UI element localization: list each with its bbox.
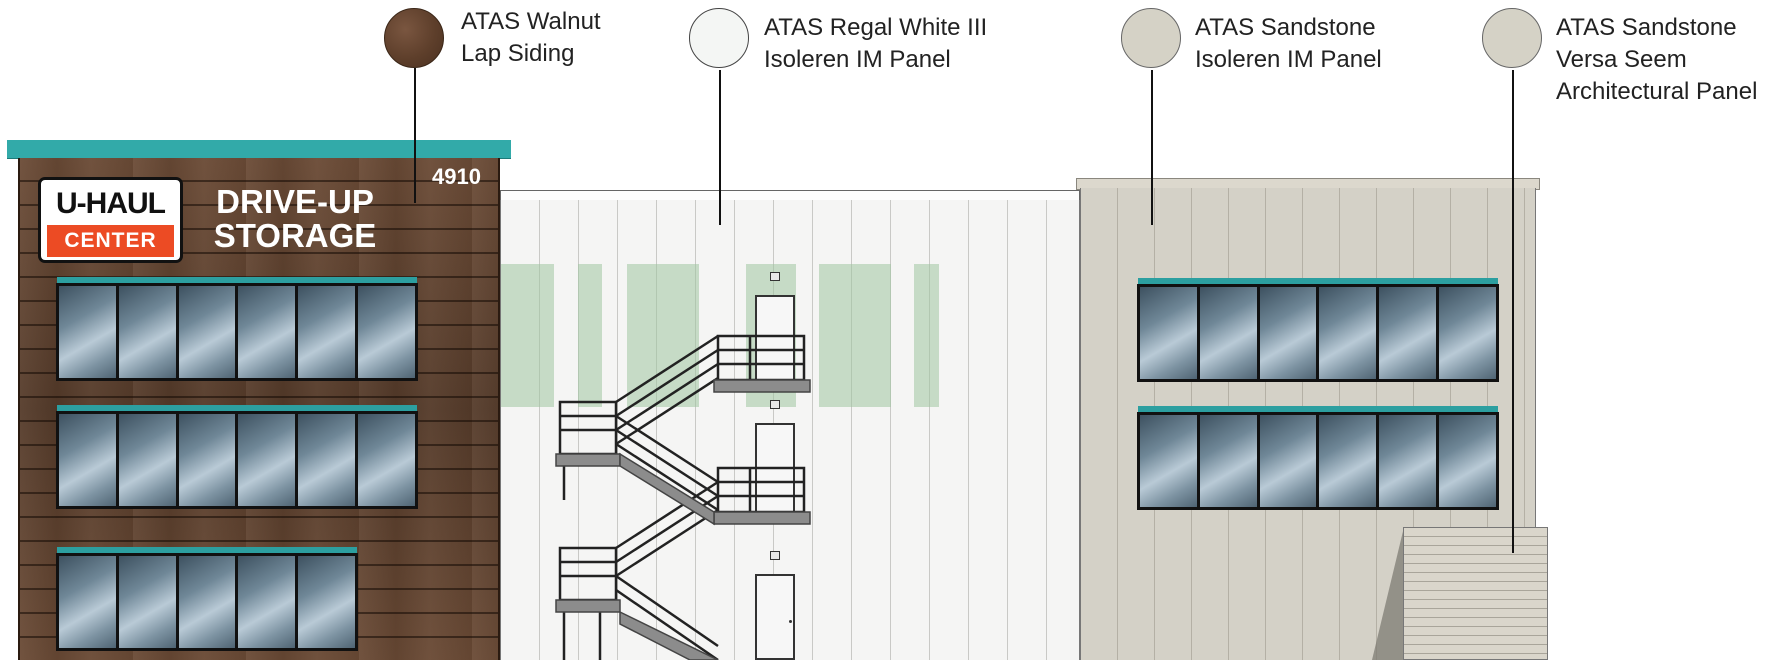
window-band-lower (56, 553, 358, 651)
callout-walnut-label: ATAS Walnut Lap Siding (461, 8, 601, 67)
window-band-upper (56, 283, 418, 381)
ground-door (755, 574, 795, 660)
wall-light-icon (770, 400, 780, 409)
callout-leader-walnut (414, 68, 416, 203)
callout-leader-regal-white (719, 70, 721, 225)
sandstone-window-band-lower (1137, 412, 1499, 510)
uhaul-logo: U-HAUL CENTER (38, 177, 183, 263)
callout-regal-white-label: ATAS Regal White III Isoleren IM Panel (764, 14, 988, 73)
window-cap (1138, 278, 1498, 284)
window-cap (57, 547, 357, 553)
window-cap (1138, 406, 1498, 412)
callout-sandstone-isoleren-label: ATAS Sandstone Isoleren IM Panel (1195, 14, 1382, 73)
green-graphic-panel (914, 264, 939, 407)
window-cap (57, 277, 417, 283)
building-address-number: 4910 (432, 164, 481, 189)
walnut-swatch (384, 8, 444, 68)
green-graphic-panel (819, 264, 891, 407)
sign-drive-up: DRIVE-UP (216, 183, 374, 220)
exterior-stair-icon (555, 334, 811, 660)
upper-door (755, 295, 795, 385)
green-graphic-panel (501, 264, 554, 407)
window-band-middle (56, 411, 418, 509)
versa-panel-shadow (1372, 527, 1404, 660)
callout-leader-sandstone-versa (1512, 70, 1514, 553)
sign-storage: STORAGE (213, 217, 377, 254)
callout-leader-sandstone-isoleren (1151, 70, 1153, 225)
regal-white-swatch (689, 8, 749, 68)
callout-sandstone-versa-label: ATAS Sandstone Versa Seem Architectural … (1556, 14, 1758, 105)
wall-light-icon (770, 551, 780, 560)
wood-building-roof-trim (7, 140, 511, 159)
uhaul-logo-wordmark: U-HAUL (47, 186, 174, 222)
sandstone-versa-swatch (1482, 8, 1542, 68)
green-graphic-panel (578, 264, 602, 407)
sandstone-window-band-upper (1137, 284, 1499, 382)
wall-light-icon (770, 272, 780, 281)
sandstone-isoleren-swatch (1121, 8, 1181, 68)
window-cap (57, 405, 417, 411)
uhaul-logo-center: CENTER (47, 225, 174, 257)
sandstone-versa-seem-panel (1403, 527, 1548, 660)
